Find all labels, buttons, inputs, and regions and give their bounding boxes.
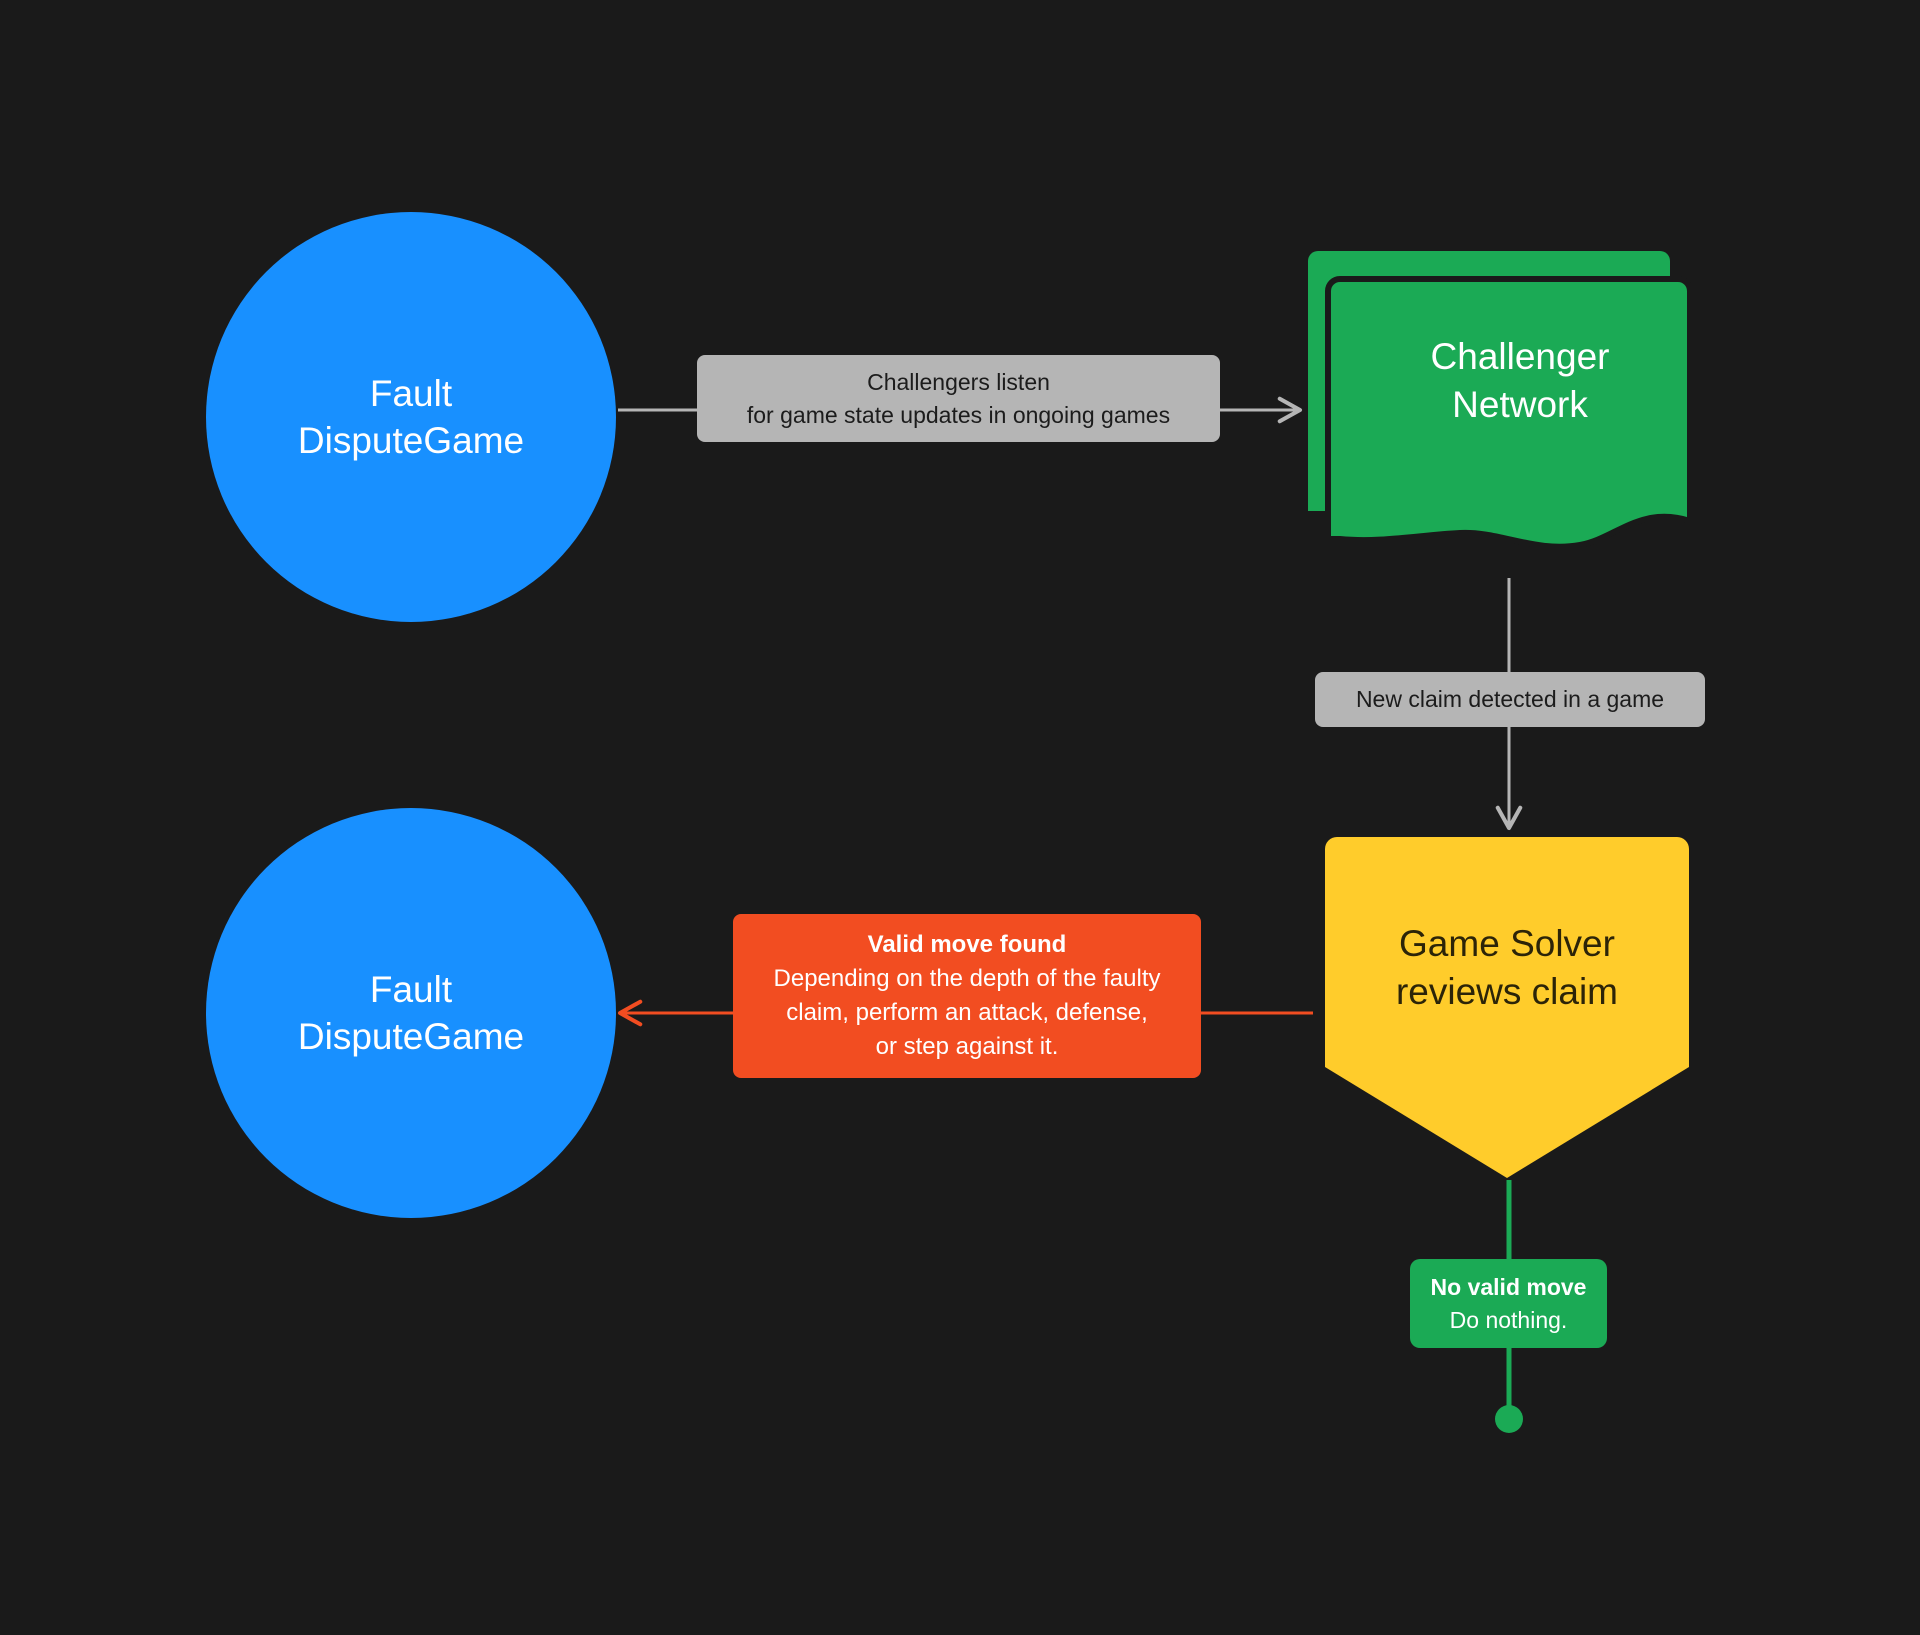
edge-label-valid-move-found: Valid move found Depending on the depth … [733, 914, 1201, 1079]
node-fault-dispute-game-top[interactable]: Fault DisputeGame [206, 212, 616, 622]
pentagon-down-shape [1325, 837, 1689, 1178]
edge-label-line2: claim, perform an attack, defense, [786, 999, 1148, 1027]
node-game-solver[interactable]: Game Solver reviews claim [1313, 835, 1701, 1180]
edge-label-line1: Challengers listen [867, 369, 1050, 395]
edge-label-line1: Depending on the depth of the faulty [773, 965, 1161, 993]
node-challenger-network[interactable]: Challenger Network [1300, 243, 1720, 573]
node-label-line2: DisputeGame [297, 1016, 525, 1057]
document-stack-shape [1308, 251, 1693, 550]
node-fault-dispute-game-bottom[interactable]: Fault DisputeGame [206, 808, 616, 1218]
edge-label-line2: for game state updates in ongoing games [746, 401, 1171, 428]
edge-label-challengers-listen: Challengers listen for game state update… [697, 355, 1220, 443]
edge-label-no-valid-move: No valid move Do nothing. [1410, 1259, 1607, 1349]
terminal-dot [1495, 1405, 1523, 1433]
edge-label-title: Valid move found [867, 931, 1067, 958]
edge-label-title: No valid move [1430, 1274, 1587, 1300]
edge-label-line3: or step against it. [875, 1033, 1059, 1061]
node-label-line2: DisputeGame [297, 420, 525, 461]
node-label-line1: Fault [369, 968, 453, 1010]
edge-label-line1: New claim detected in a game [1355, 686, 1665, 712]
edge-label-new-claim-detected: New claim detected in a game [1315, 672, 1705, 727]
edge-label-line1: Do nothing. [1449, 1306, 1568, 1333]
node-label-line1: Fault [369, 372, 453, 414]
